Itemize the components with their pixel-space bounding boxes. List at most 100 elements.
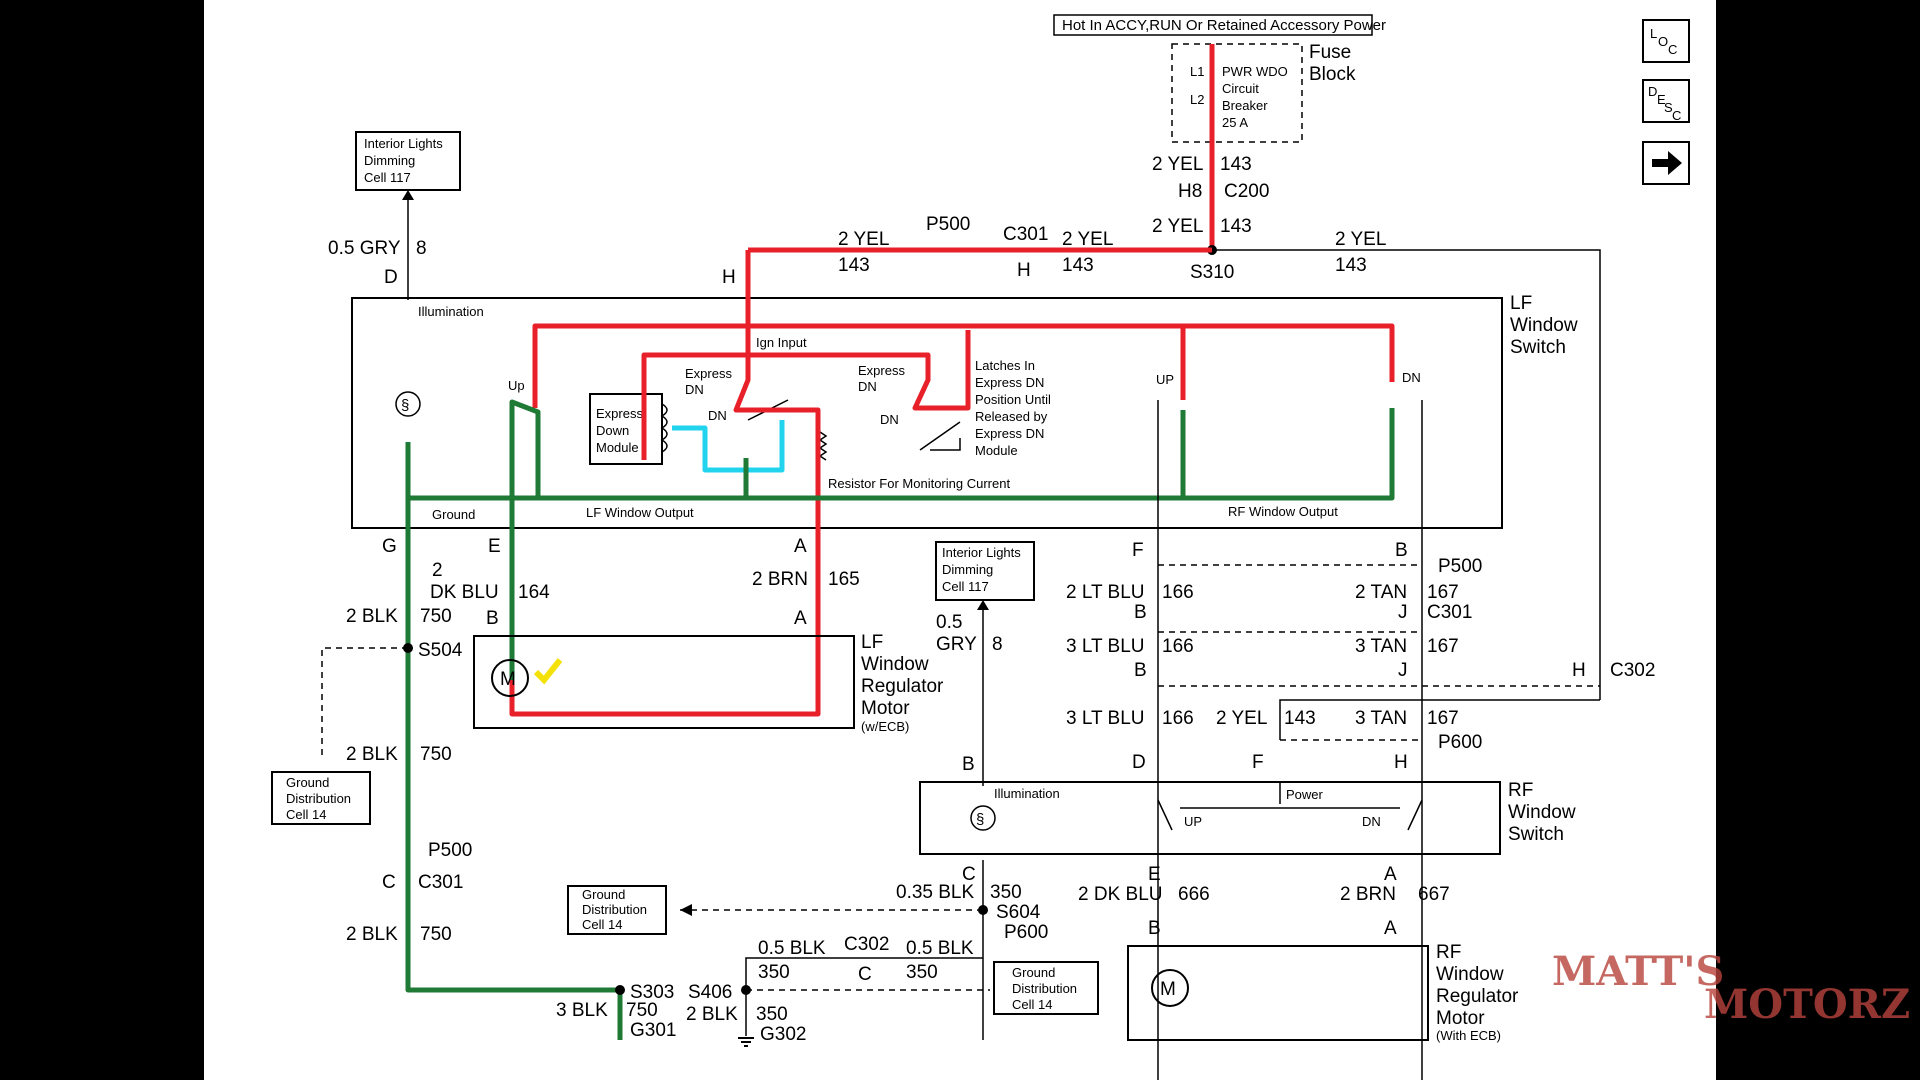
splice-label: S604	[996, 902, 1041, 923]
rf-dn-label: DN	[1402, 370, 1421, 385]
connector-pin: J	[1398, 602, 1408, 623]
connector-pin: H8	[1178, 181, 1202, 202]
wire-number: 750	[420, 606, 452, 627]
wire-number: 350	[756, 1004, 788, 1025]
box-label: Interior Lights	[942, 545, 1021, 560]
connector-label: C301	[1003, 224, 1048, 245]
box-label: Dimming	[942, 562, 993, 577]
connector-pin: E	[488, 536, 501, 557]
connector-label: P500	[926, 214, 970, 235]
connector-label: P500	[428, 840, 472, 861]
connector-pin: B	[962, 754, 975, 775]
wire-label: 2 DK BLU	[1078, 884, 1162, 905]
motor-icon	[491, 659, 529, 697]
green-ground-wire	[405, 442, 623, 1040]
wire-label: 0.5	[936, 612, 962, 633]
right-arrow-icon	[1652, 151, 1682, 175]
wire-number: 750	[626, 1000, 658, 1021]
wire-number: 350	[906, 962, 938, 983]
wire-label: GRY	[936, 634, 977, 655]
lamp-glyph: §	[401, 397, 409, 414]
illumination-label: Illumination	[418, 304, 484, 319]
latch-note-3: Position Until	[975, 392, 1051, 407]
ground-distribution-box-3	[993, 961, 1099, 1015]
wire-number: 167	[1427, 708, 1459, 729]
latch-note-4: Released by	[975, 409, 1048, 424]
breaker-label-2: Circuit	[1222, 81, 1259, 96]
connector-pin: B	[1134, 660, 1147, 681]
wire-label: 3 TAN	[1355, 708, 1407, 729]
blk-350-bottom-wire	[745, 957, 983, 990]
connector-pin: A	[1384, 918, 1397, 939]
connector-pin: B	[1395, 540, 1408, 561]
power-source-box	[1053, 14, 1373, 36]
wire-number: 143	[1220, 154, 1252, 175]
box-label: Ground	[1012, 965, 1055, 980]
wire-label: 2 BLK	[686, 1004, 738, 1025]
splice-label: S406	[688, 982, 732, 1003]
wire-number: 750	[420, 744, 452, 765]
splice-label: S310	[1190, 262, 1234, 283]
module-label: Express	[596, 406, 643, 421]
rf-motor-title: RF	[1436, 942, 1461, 963]
wire-label: 2 BLK	[346, 744, 398, 765]
green-lf-up-wire	[509, 399, 541, 680]
connector-label: P500	[1438, 556, 1482, 577]
wire-number: 666	[1178, 884, 1210, 905]
wire-number: 143	[1335, 255, 1367, 276]
loc-button[interactable]: LOC	[1642, 19, 1690, 63]
wire-number: 8	[992, 634, 1003, 655]
rf-switch-title-3: Switch	[1508, 824, 1564, 845]
connector-pin: C	[858, 964, 872, 985]
connector-pin: A	[1384, 864, 1397, 885]
wire-label: 0.35 BLK	[896, 882, 974, 903]
box-label: Distribution	[286, 791, 351, 806]
ground-distribution-box-2	[567, 885, 667, 935]
wire-label: 0.5 BLK	[758, 938, 826, 959]
arrow-up-icon	[977, 600, 989, 610]
box-label: Distribution	[582, 902, 647, 917]
express-dn-label-3: Express	[858, 363, 905, 378]
svg-text:C: C	[1668, 42, 1677, 57]
rf-motor-title-3: Regulator	[1436, 986, 1519, 1007]
connector-pin: D	[1132, 752, 1146, 773]
wire-number: 166	[1162, 636, 1194, 657]
rf-switch-title: RF	[1508, 780, 1533, 801]
wire-number: 143	[1220, 216, 1252, 237]
motor-icon	[1151, 969, 1189, 1007]
connector-pin: C	[962, 864, 976, 885]
wire-label: 2 BRN	[752, 569, 808, 590]
l2-label: L2	[1190, 92, 1204, 107]
next-button[interactable]	[1642, 141, 1690, 185]
ground-label: Ground	[432, 507, 475, 522]
power-source-label: Hot In ACCY,RUN Or Retained Accessory Po…	[1062, 17, 1386, 34]
wire-label: 2 YEL	[1062, 229, 1113, 250]
motor-label: M	[1160, 979, 1176, 1000]
wire-label: 2 YEL	[1216, 708, 1267, 729]
green-ground-bus	[408, 408, 1395, 501]
lamp-glyph: §	[976, 811, 984, 828]
illumination-lamp-icon	[395, 391, 421, 417]
wire-label: 0.5 BLK	[906, 938, 974, 959]
wire-number: 143	[1284, 708, 1316, 729]
connector-label: P600	[1004, 922, 1048, 943]
yellow-143-right-wire	[1212, 249, 1601, 700]
breaker-label-4: 25 A	[1222, 115, 1248, 130]
connector-pin: F	[1252, 752, 1264, 773]
fuse-block-label-2: Block	[1309, 64, 1356, 85]
rf-output-label: RF Window Output	[1228, 504, 1338, 519]
box-label: Dimming	[364, 153, 415, 168]
rf-up-label: UP	[1184, 814, 1202, 829]
connector-pin: B	[1134, 602, 1147, 623]
wire-label: 2 YEL	[1152, 216, 1203, 237]
svg-text:C: C	[1672, 108, 1681, 123]
rf-window-switch-box	[919, 781, 1501, 855]
connector-pin: H	[1394, 752, 1408, 773]
red-lf-motor-wire	[509, 250, 821, 717]
connector-pin: A	[794, 536, 807, 557]
wire-label: DK BLU	[430, 582, 499, 603]
connector-label: C301	[418, 872, 463, 893]
wire-label: 2 YEL	[1152, 154, 1203, 175]
